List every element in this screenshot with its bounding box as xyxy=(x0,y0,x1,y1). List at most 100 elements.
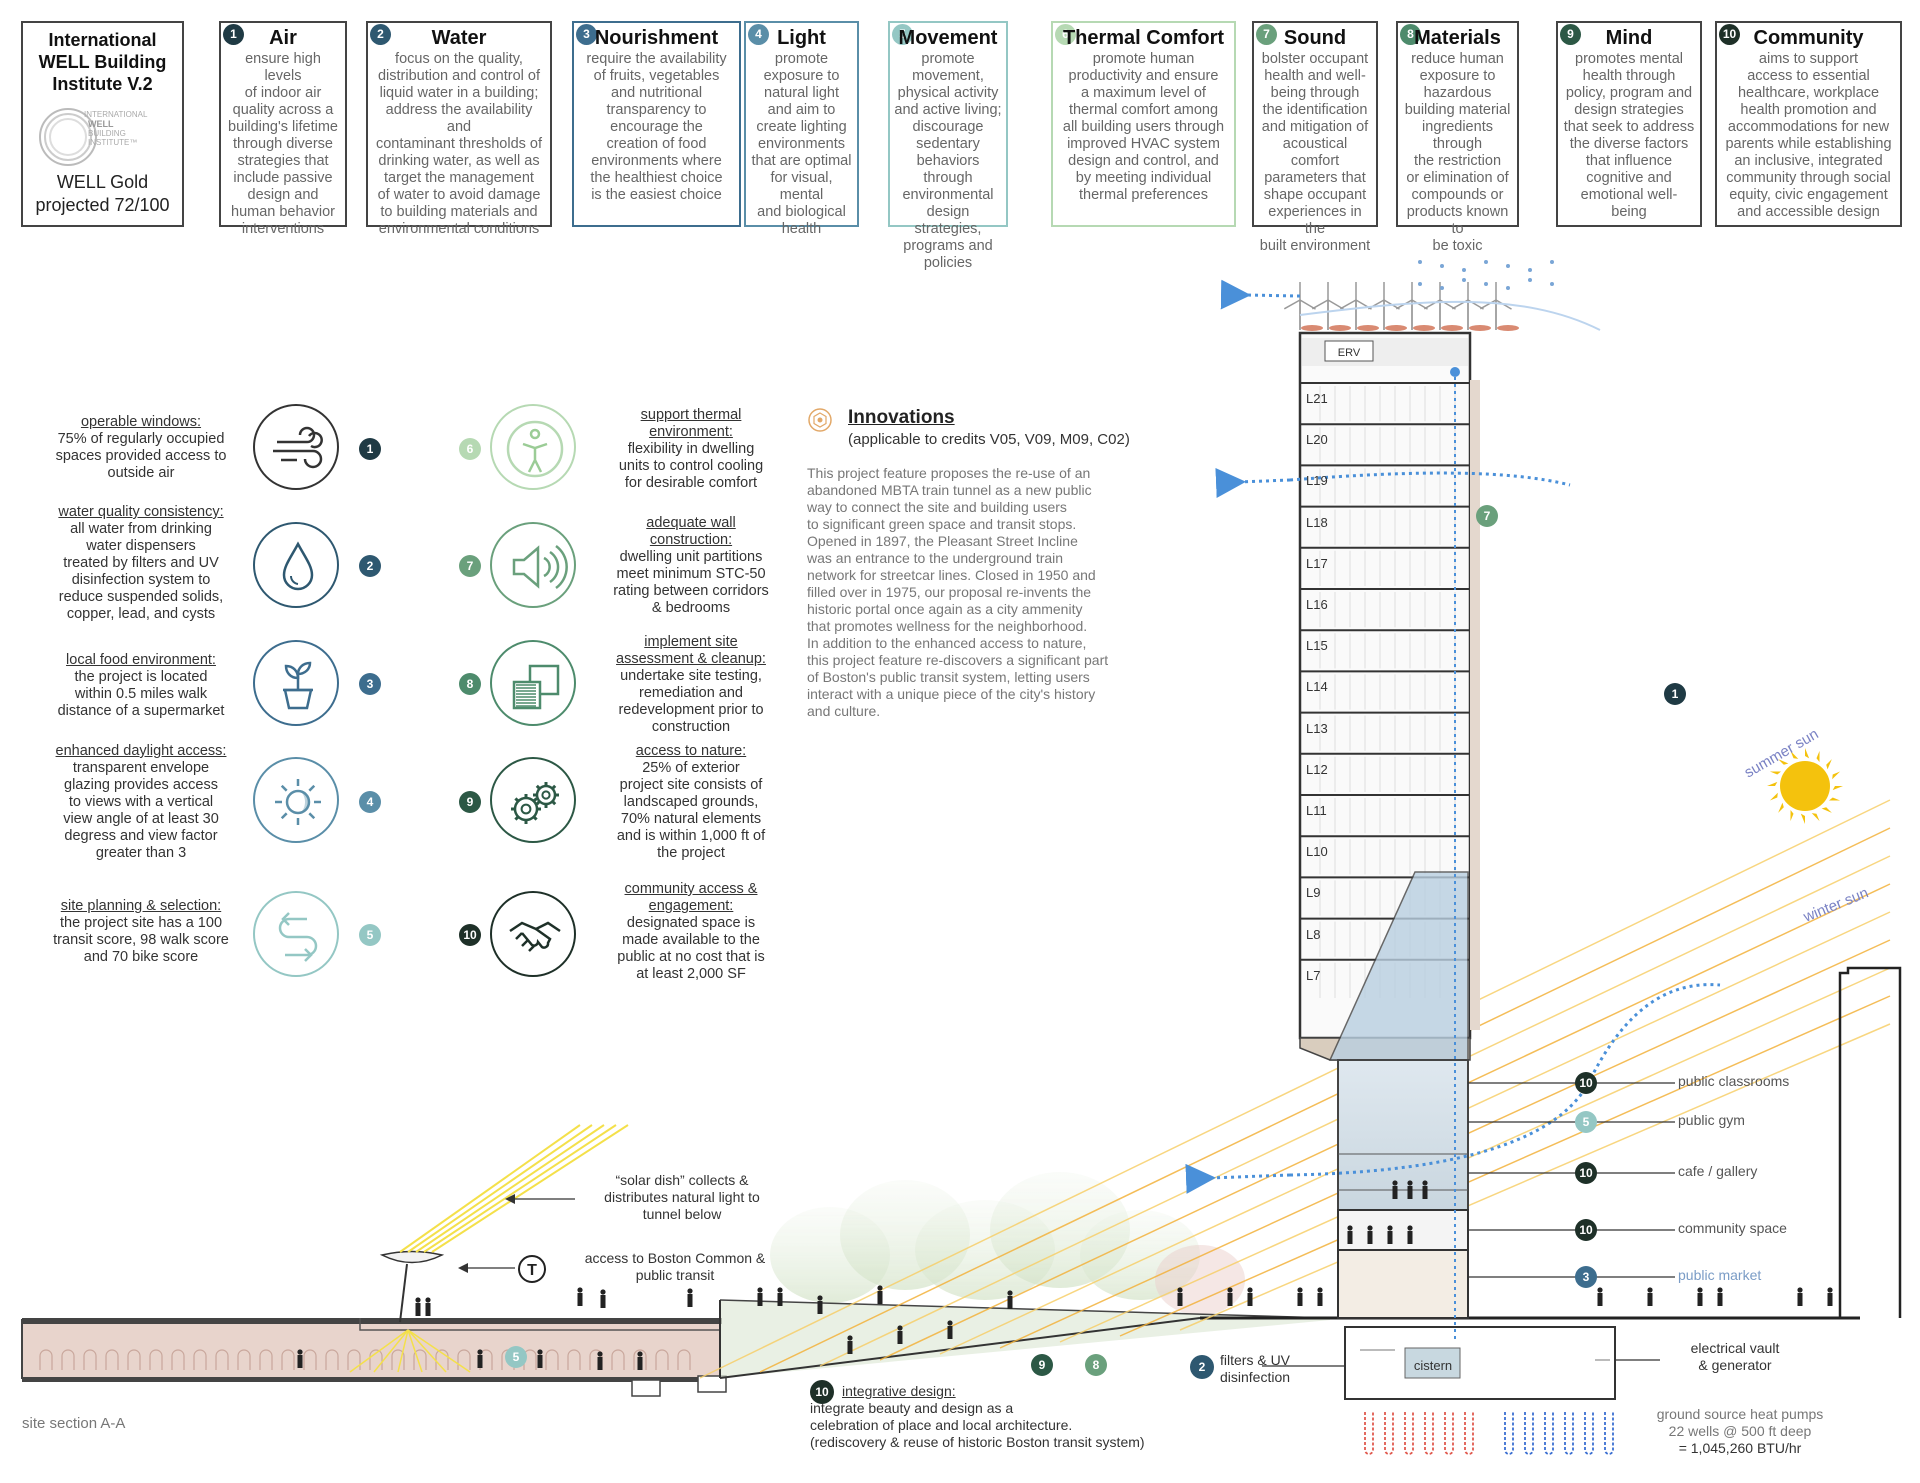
concept-description-line: bolster occupant xyxy=(1261,51,1369,67)
concept-description-line: the restriction xyxy=(1413,153,1502,169)
tunnel-arch xyxy=(567,1349,581,1370)
concept-description-line: encourage the xyxy=(610,119,703,135)
concept-description-line: community through social xyxy=(1726,170,1891,186)
material-layers-icon xyxy=(490,640,576,726)
feature-line: landscaped grounds, xyxy=(623,794,759,810)
concept-description-line: strategies that xyxy=(237,153,329,169)
concept-title: Water xyxy=(431,27,487,49)
concept-description: focus on the quality,distribution and co… xyxy=(372,51,546,238)
geothermal-well xyxy=(1404,1412,1414,1455)
winter-sun-label: winter sun xyxy=(1800,884,1871,926)
person-body xyxy=(477,1355,483,1368)
sun-spike xyxy=(1811,813,1820,822)
person-body xyxy=(817,1301,823,1314)
feature-number-badge: 3 xyxy=(359,673,381,695)
concept-number-badge: 1 xyxy=(223,24,244,45)
wind-icon xyxy=(253,404,339,490)
feature-line: distance of a supermarket xyxy=(57,703,225,719)
concept-description-line: acoustical comfort xyxy=(1282,136,1348,169)
person-body xyxy=(415,1303,421,1316)
tunnel-arch xyxy=(39,1349,53,1370)
feature-number-badge: 2 xyxy=(359,555,381,577)
person-body xyxy=(1647,1293,1653,1306)
concept-description-line: is the easiest choice xyxy=(591,187,722,203)
dish-ray xyxy=(399,1124,581,1253)
person-head xyxy=(1697,1287,1703,1293)
geothermal-well xyxy=(1564,1412,1574,1455)
feature-line: 70% natural elements xyxy=(620,811,762,827)
concept-description-line: improved HVAC system xyxy=(1067,136,1220,152)
sun-ray xyxy=(1179,1023,1891,1331)
feature-line: outside air xyxy=(107,465,175,481)
innovations-body-line: this project feature re-discovers a sign… xyxy=(807,652,1109,668)
person-head xyxy=(415,1297,421,1303)
concept-description-line: being through xyxy=(1270,85,1360,101)
feature-line: and is within 1,000 ft of xyxy=(616,828,766,844)
intro-title-3: Institute V.2 xyxy=(52,74,153,94)
floor-label: L11 xyxy=(1306,803,1327,818)
geothermal-well xyxy=(1544,1412,1554,1455)
concept-description-line: and biological xyxy=(757,204,846,220)
concept-description-line: cognitive and xyxy=(1586,170,1672,186)
tunnel-arch xyxy=(259,1349,273,1370)
sun-spike xyxy=(1821,807,1832,813)
person-head xyxy=(600,1289,606,1295)
person-body xyxy=(1407,1231,1413,1244)
tunnel-arch xyxy=(435,1349,449,1370)
concept-description-line: interventions xyxy=(241,221,325,237)
feature-line: view angle of at least 30 xyxy=(63,811,219,827)
sun-spike xyxy=(1832,771,1841,780)
feature-line: greater than 3 xyxy=(95,845,187,861)
concept-description-line: accommodations for new xyxy=(1727,119,1890,135)
concept-description-line: quality across a xyxy=(232,102,334,118)
tunnel-arch xyxy=(303,1349,317,1370)
geothermal-wells xyxy=(1364,1412,1614,1455)
geothermal-well xyxy=(1584,1412,1594,1455)
filters-note: filters & UV disinfection xyxy=(1220,1352,1290,1386)
sun-ray xyxy=(1119,995,1891,1337)
sun-ray xyxy=(759,827,1891,1373)
concept-description-line: thermal comfort among xyxy=(1068,102,1219,118)
feature-number-badge: 7 xyxy=(459,555,481,577)
concept-title: Light xyxy=(777,27,826,49)
tunnel-arch xyxy=(61,1349,75,1370)
concept-description-line: environments where xyxy=(591,153,722,169)
concept-description-line: that are optimal xyxy=(751,153,852,169)
concept-description-line: and mitigation of xyxy=(1261,119,1369,135)
airflow-arrows xyxy=(1185,279,1721,1340)
rain-drop xyxy=(1484,282,1488,286)
program-number-badge: 5 xyxy=(1575,1111,1597,1133)
concept-description-line: healthcare, workplace xyxy=(1737,85,1880,101)
person-body xyxy=(1247,1293,1253,1306)
rain-drop xyxy=(1506,286,1510,290)
concept-description-line: exposure to xyxy=(763,68,840,84)
gears-icon xyxy=(490,757,576,843)
person-body xyxy=(1407,1186,1413,1199)
tunnel-light-ray xyxy=(407,1329,447,1373)
feature-line: glazing provides access xyxy=(64,777,218,793)
person-head xyxy=(757,1287,763,1293)
program-label: public market xyxy=(1678,1267,1762,1283)
geothermal-well xyxy=(1504,1412,1514,1455)
concept-description-line: a maximum level of xyxy=(1081,85,1206,101)
person-body xyxy=(1007,1296,1013,1309)
geothermal-well xyxy=(1384,1412,1394,1455)
concept-title: Mind xyxy=(1605,27,1653,49)
sun-spike xyxy=(1778,759,1789,765)
solar-dish-line-3: tunnel below xyxy=(642,1206,722,1222)
feature-heading: operable windows: xyxy=(80,414,202,430)
tunnel-arch xyxy=(347,1349,361,1370)
feature-heading: enhanced daylight access: xyxy=(55,743,227,759)
concept-description-line: of water to avoid damage xyxy=(377,187,541,203)
person-body xyxy=(897,1331,903,1344)
